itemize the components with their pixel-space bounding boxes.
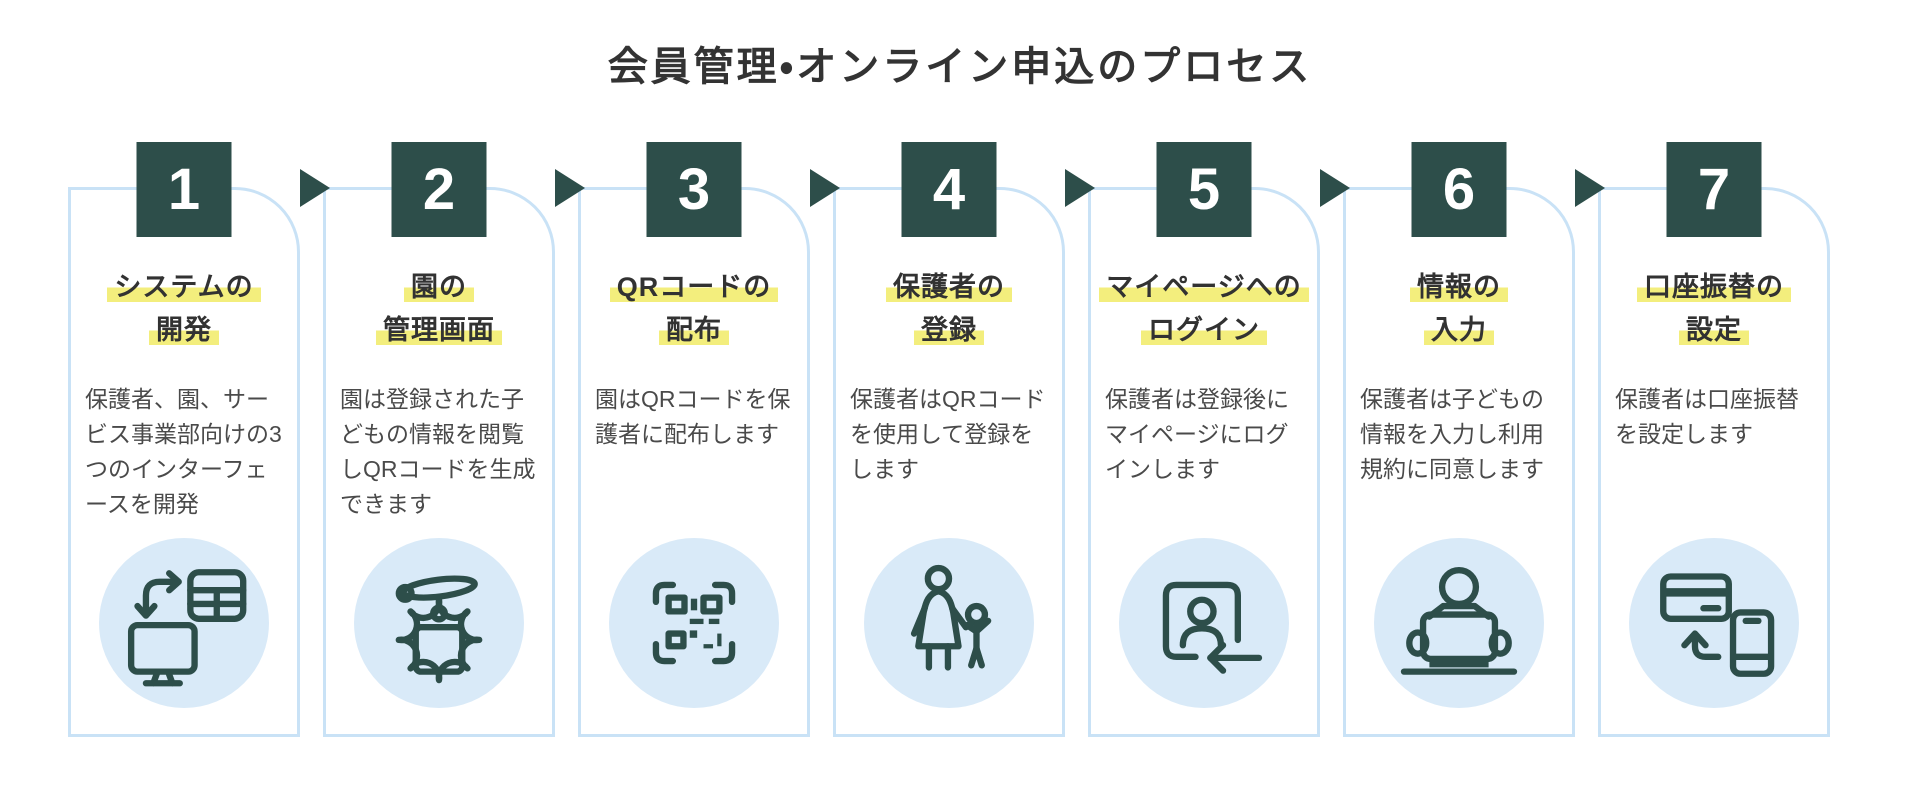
step-1: 1 システムの 開発 保護者、園、サービス事業部向けの3つのインターフェースを開…: [68, 142, 330, 737]
step-description: 保護者は子どもの情報を入力し利用規約に同意します: [1360, 386, 1544, 482]
qr-scan-icon: [652, 581, 736, 665]
laptop-user-icon: [1400, 566, 1518, 675]
icon-circle: [354, 538, 524, 708]
icon-circle: [609, 538, 779, 708]
arrow-right-icon: [810, 169, 840, 207]
step-number-badge: 7: [1666, 142, 1762, 237]
page-title: 会員管理・オンライン申込のプロセス: [607, 45, 1313, 89]
step-3: 3 QRコードの 配布 園はQRコードを保護者に配布します: [578, 142, 840, 737]
step-card: 口座振替の 設定 保護者は口座振替を設定します: [1598, 187, 1830, 737]
parent-child-icon: [910, 564, 992, 671]
step-title: 保護者の 登録: [836, 266, 1062, 352]
step-5: 5 マイページへの ログイン 保護者は登録後にマイページにログインします: [1088, 142, 1350, 737]
step-number-badge: 3: [646, 142, 742, 237]
step-description: 保護者、園、サービス事業部向けの3つのインターフェースを開発: [85, 386, 282, 517]
step-card: マイページへの ログイン 保護者は登録後にマイページにログインします: [1088, 187, 1320, 737]
step-number-badge: 4: [901, 142, 997, 237]
name-badge-icon: [395, 575, 483, 684]
icon-circle: [1629, 538, 1799, 708]
step-number-badge: 2: [391, 142, 487, 237]
step-title: QRコードの 配布: [581, 266, 807, 352]
login-icon: [1162, 581, 1263, 674]
step-number-badge: 1: [136, 142, 232, 237]
step-description: 園は登録された子どもの情報を閲覧しQRコードを生成できます: [340, 386, 536, 517]
icon-circle: [1374, 538, 1544, 708]
arrow-right-icon: [1065, 169, 1095, 207]
step-card: システムの 開発 保護者、園、サービス事業部向けの3つのインターフェースを開発: [68, 187, 300, 737]
icon-circle: [1119, 538, 1289, 708]
step-2: 2 園の 管理画面 園は登録された子どもの情報を閲覧しQRコードを生成できます: [323, 142, 585, 737]
step-card: 保護者の 登録 保護者はQRコードを使用して登録をします: [833, 187, 1065, 737]
step-number-badge: 6: [1411, 142, 1507, 237]
icon-circle: [864, 538, 1034, 708]
arrow-right-icon: [1320, 169, 1350, 207]
step-title: 園の 管理画面: [326, 266, 552, 352]
step-description: 保護者は口座振替を設定します: [1615, 386, 1799, 447]
icon-circle: [99, 538, 269, 708]
process-steps: 1 システムの 開発 保護者、園、サービス事業部向けの3つのインターフェースを開…: [68, 142, 1830, 737]
step-6: 6 情報の 入力 保護者は子どもの情報を入力し利用規約に同意します: [1343, 142, 1605, 737]
step-7: 7 口座振替の 設定 保護者は口座振替を設定します: [1598, 142, 1830, 737]
step-card: 情報の 入力 保護者は子どもの情報を入力し利用規約に同意します: [1343, 187, 1575, 737]
step-4: 4 保護者の 登録 保護者はQRコードを使用して登録をします: [833, 142, 1095, 737]
step-description: 保護者は登録後にマイページにログインします: [1105, 386, 1289, 482]
step-card: QRコードの 配布 園はQRコードを保護者に配布します: [578, 187, 810, 737]
arrow-right-icon: [1575, 169, 1605, 207]
arrow-right-icon: [300, 169, 330, 207]
step-title: 口座振替の 設定: [1601, 266, 1827, 352]
step-description: 園はQRコードを保護者に配布します: [595, 386, 791, 447]
step-title: システムの 開発: [71, 266, 297, 352]
card-phone-transfer-icon: [1660, 573, 1775, 677]
step-description: 保護者はQRコードを使用して登録をします: [850, 386, 1046, 482]
step-card: 園の 管理画面 園は登録された子どもの情報を閲覧しQRコードを生成できます: [323, 187, 555, 737]
step-title: マイページへの ログイン: [1091, 266, 1317, 352]
arrow-right-icon: [555, 169, 585, 207]
step-number-badge: 5: [1156, 142, 1252, 237]
sync-devices-icon: [127, 569, 247, 687]
step-title: 情報の 入力: [1346, 266, 1572, 352]
